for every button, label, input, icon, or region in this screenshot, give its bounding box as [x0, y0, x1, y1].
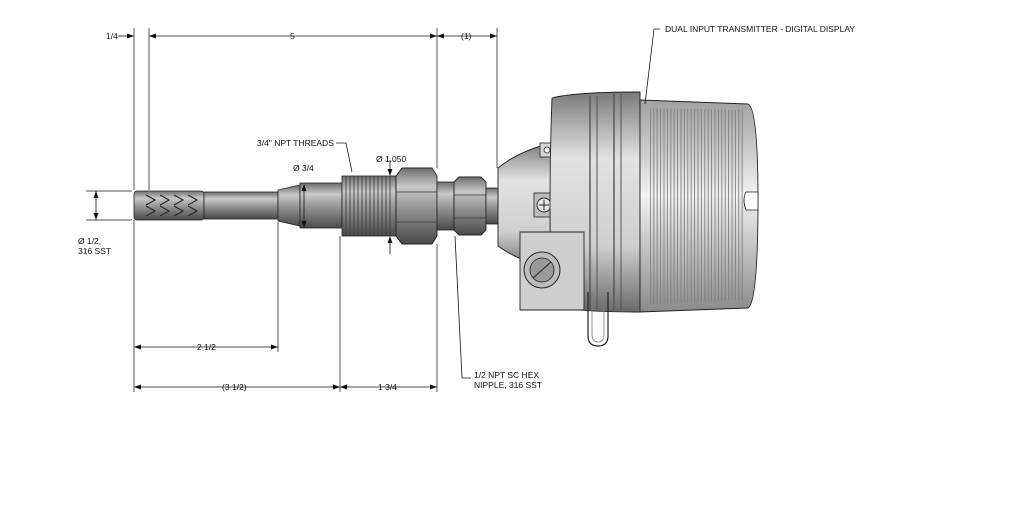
dim-immersion: 2 1/2: [197, 342, 216, 352]
dim-lag-length: (3 1/2): [222, 382, 247, 392]
callout-nipple-line2: NIPPLE, 316 SST: [474, 380, 542, 390]
dim-extension: (1): [461, 31, 472, 41]
dimension-lines: [86, 28, 660, 392]
probe-sheath: [203, 182, 343, 229]
dim-thread-to-hex: 1 3/4: [378, 382, 397, 392]
dim-hex-diameter: Ø 1.050: [376, 154, 407, 164]
dim-tip-diameter-line2: 316 SST: [78, 246, 111, 256]
dim-sheath-diameter: Ø 3/4: [293, 163, 314, 173]
callout-transmitter: DUAL INPUT TRANSMITTER - DIGITAL DISPLAY: [665, 24, 855, 34]
probe-tip: [133, 190, 205, 221]
transmitter-housing: [497, 91, 641, 347]
callout-nipple-line1: 1/2 NPT SC HEX: [474, 370, 539, 380]
hex-nipple: [453, 176, 499, 236]
hex-fitting: [395, 167, 455, 245]
dim-probe-length: 5: [290, 31, 295, 41]
dim-tip-diameter-line1: Ø 1/2,: [78, 236, 101, 246]
npt-threads: [341, 175, 397, 237]
dim-tip-length: 1/4: [106, 31, 118, 41]
display-cover: [639, 99, 759, 313]
callout-threads: 3/4" NPT THREADS: [257, 138, 334, 148]
